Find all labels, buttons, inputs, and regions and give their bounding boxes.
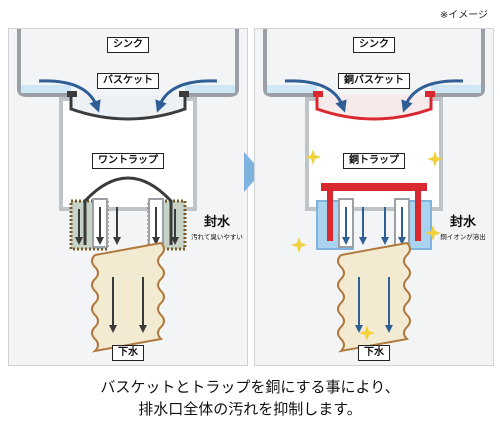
sink-label: シンク [107, 37, 149, 53]
seal-water-note: 汚れて臭いやすい [191, 233, 243, 241]
copper-trap-label: 銅トラップ [343, 153, 405, 169]
basket-shape [69, 95, 187, 121]
trap-label: ワントラップ [92, 153, 164, 169]
sink-water-right [185, 85, 235, 93]
trap-bell [83, 176, 173, 245]
caption-line-2: 排水口全体の汚れを抑制します。 [138, 400, 362, 418]
sink-wall-left [17, 29, 71, 97]
sink-wall-right [185, 29, 239, 97]
seal-water-label: 封水 [203, 215, 231, 230]
copper-basket-label: 銅バスケット [338, 73, 410, 89]
flow-arrow [38, 79, 101, 113]
comparison-arrow-icon [244, 152, 262, 192]
sparkle-icon [359, 325, 375, 341]
drain-label: 下水 [112, 345, 144, 361]
image-note: ※イメージ [439, 10, 488, 21]
flow-arrow [155, 79, 218, 113]
copper-basket-shape [315, 95, 433, 121]
standard-drain-panel: シンク バスケット ワントラップ 封水 汚れて臭いやすい 下水 [8, 28, 248, 366]
sparkle-icon [425, 225, 441, 241]
basket-label: バスケット [97, 73, 159, 89]
caption-line-1: バスケットとトラップを銅にする事により、 [100, 378, 400, 396]
sink-label: シンク [353, 37, 395, 53]
sparkle-icon [305, 149, 321, 165]
drain-label: 下水 [358, 345, 390, 361]
drain-hose [91, 241, 165, 353]
copper-drain-illustration [263, 29, 485, 353]
seal-water-label: 封水 [449, 215, 477, 230]
sparkle-icons [291, 149, 443, 341]
sparkle-icon [427, 151, 443, 167]
copper-drain-panel: シンク 銅バスケット 銅トラップ 封水 銅イオンが溶出 下水 [254, 28, 494, 366]
copper-trap-top [321, 183, 427, 191]
sparkle-icon [291, 237, 307, 253]
sink-water-left [21, 85, 71, 93]
copper-ion-note: 銅イオンが溶出 [440, 233, 486, 241]
standard-drain-illustration [17, 29, 239, 353]
